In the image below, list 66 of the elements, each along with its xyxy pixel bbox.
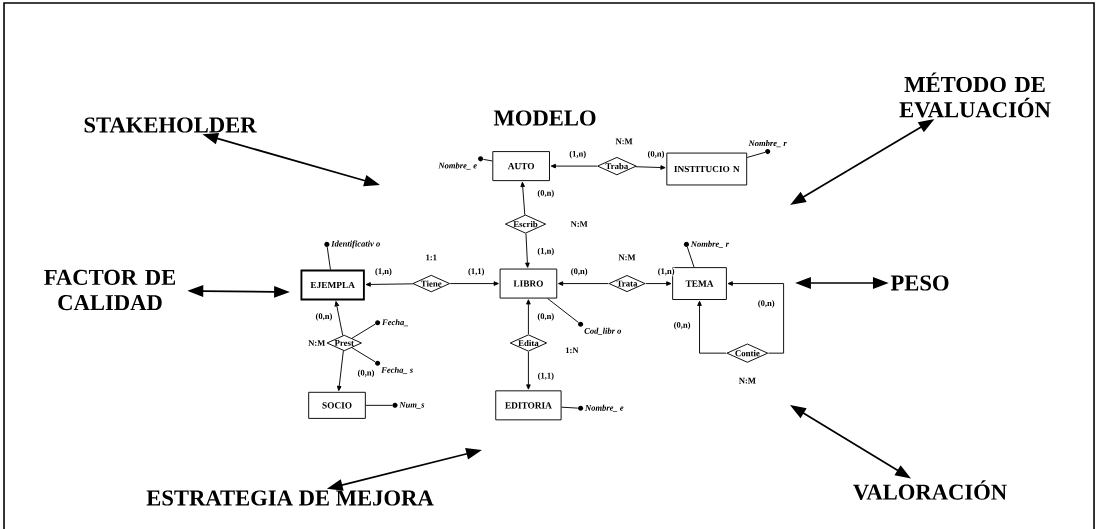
connector [697, 300, 727, 354]
connector [449, 281, 499, 286]
cardinality-label: 1:1 [426, 254, 437, 261]
entity-box: EJEMPLA [300, 269, 365, 301]
edge-label: (1,n) [569, 150, 586, 159]
attribute-label: Cod_libr o [578, 321, 622, 335]
cardinality-label: N:M [615, 138, 633, 145]
connector [635, 165, 666, 170]
connector [482, 158, 493, 162]
edge-label: (0,n) [571, 268, 588, 276]
cardinality-label: N:M [308, 340, 325, 346]
edge-label: (1,n) [658, 268, 675, 276]
attribute-label: Nombre_ e [438, 156, 484, 170]
attribute-label: Nombre_ e [578, 404, 624, 412]
edge-label: (0,n) [674, 321, 691, 330]
entity-box: EDITORIA [495, 390, 562, 421]
connector [526, 299, 531, 335]
connector [561, 406, 579, 409]
connector [334, 301, 344, 336]
connector [520, 181, 526, 216]
connector [727, 281, 785, 354]
concept-label: MÉTODO DE EVALUACIÓN [899, 72, 1051, 118]
attribute-label: Fecha_ [375, 319, 408, 327]
entity-box: INSTITUCIO N [666, 152, 748, 186]
connector [525, 233, 530, 268]
edge-label: (1,n) [375, 268, 392, 276]
connector [558, 281, 609, 286]
edge-label: (0,n) [357, 369, 374, 378]
attribute-label: Identificativ o [324, 240, 380, 249]
connector [526, 351, 531, 390]
entity-box: LIBRO [499, 268, 558, 299]
edge-label: (1,n) [537, 247, 554, 256]
concept-label: VALORACIÓN [853, 480, 1007, 500]
cardinality-label: 1:N [565, 347, 579, 354]
heading: MODELO [493, 110, 596, 126]
edge-label: (1,1) [468, 268, 484, 276]
concept-label: FACTOR DE CALIDAD [44, 269, 176, 311]
connector [326, 246, 331, 271]
cardinality-label: N:M [739, 377, 756, 384]
attribute-label: Nombre_ r [748, 140, 787, 155]
connector [365, 282, 414, 287]
edge-label: (0,n) [758, 300, 775, 308]
concept-label: STAKEHOLDER [84, 117, 257, 133]
entity-box: SOCIO [308, 391, 366, 419]
edge-label: (0,n) [537, 189, 554, 198]
attribute-label: Fecha_ s [375, 360, 413, 374]
edge-label: (1,1) [538, 372, 554, 381]
concept-label: ESTRATEGIA DE MEJORA [146, 490, 434, 506]
edge-label: (0,n) [647, 150, 664, 159]
connector [550, 163, 598, 169]
cardinality-label: N:M [570, 221, 588, 227]
connector [686, 246, 695, 268]
connector [365, 404, 393, 406]
connector [746, 151, 766, 158]
edge-label: (0,n) [315, 313, 332, 321]
cardinality-label: N:M [618, 254, 636, 261]
entity-box: AUTO [492, 151, 550, 182]
connector [547, 298, 579, 323]
connector [336, 350, 344, 392]
connector [351, 347, 376, 363]
attribute-label: Num_s [392, 401, 425, 409]
connector [351, 323, 376, 339]
edge-label: (0,n) [537, 313, 554, 321]
connector [645, 281, 672, 286]
attribute-label: Nombre_ r [683, 240, 729, 248]
concept-label: PESO [890, 275, 949, 291]
